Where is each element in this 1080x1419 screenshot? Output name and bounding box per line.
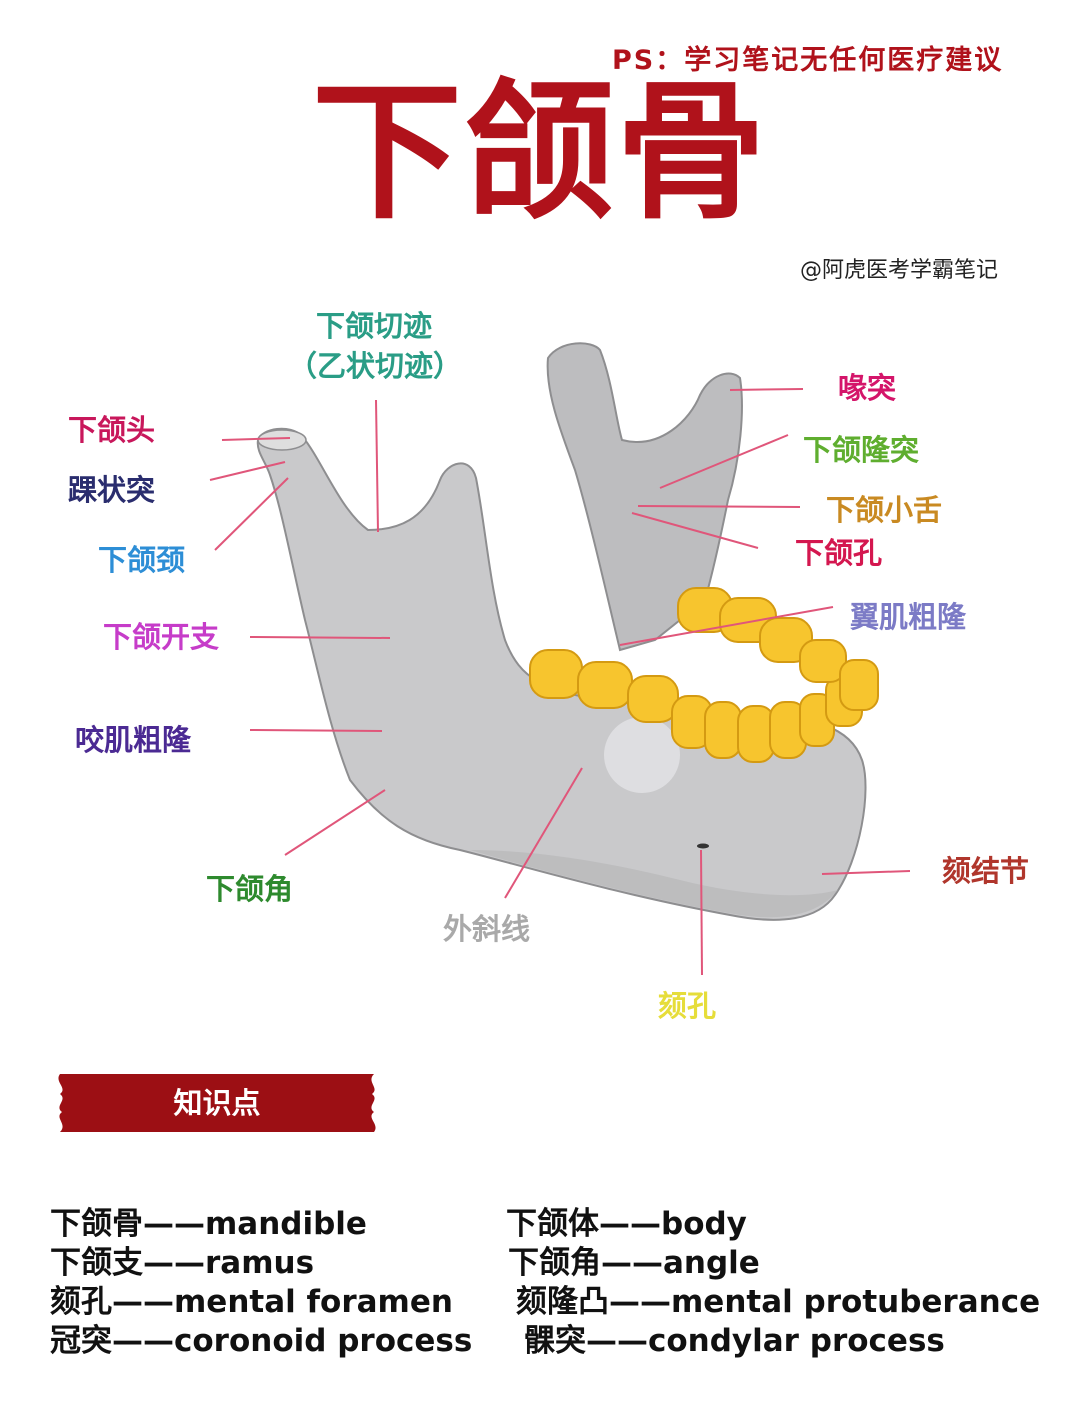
label-coronoid-process: 喙突 (838, 371, 897, 405)
label-masseteric-tuberosity: 咬肌粗隆 (75, 723, 192, 757)
term-item: 颏孔——mental foramen (50, 1284, 453, 1320)
far-ramus (546, 342, 743, 652)
label-mandible-neck: 下颌颈 (98, 543, 186, 577)
tooth (577, 661, 633, 709)
term-item: 冠突——coronoid process (50, 1323, 473, 1359)
author-credit: @阿虎医考学霸笔记 (800, 258, 999, 283)
label-mandibular-foramen: 下颌孔 (795, 536, 883, 570)
tooth (704, 701, 742, 759)
leader-mental-foramen (700, 849, 703, 976)
label-condylar-process: 踝状突 (68, 473, 156, 507)
label-mandible-angle: 下颌角 (206, 872, 294, 906)
tooth (839, 659, 879, 711)
leader-lines (209, 388, 911, 976)
term-item: 下颌角——angle (508, 1245, 760, 1281)
section-banner: 知识点 (50, 1072, 384, 1134)
label-lingula: 下颌小舌 (826, 493, 943, 527)
label-mandibular-notch: 下颌切迹 (316, 309, 433, 343)
term-item: 下颌体——body (506, 1206, 747, 1242)
teeth-row (529, 587, 879, 763)
term-item: 颏隆凸——mental protuberance (516, 1284, 1041, 1320)
leader-oblique (504, 767, 583, 899)
label-sigmoid-notch: （乙状切迹） (288, 349, 463, 383)
tooth (529, 649, 583, 699)
label-ramus: 下颌开支 (103, 620, 220, 654)
leader-lingula (637, 505, 801, 508)
condyle-cap (257, 429, 307, 451)
tooth (799, 639, 847, 683)
mandible-diagram (209, 342, 911, 976)
leader-ramus (249, 636, 391, 639)
mental-foramen-mark (697, 843, 709, 849)
term-item: 下颌骨——mandible (50, 1206, 367, 1242)
label-mandible-head: 下颌头 (68, 413, 156, 447)
disclaimer-note: PS：学习笔记无任何医疗建议 (612, 45, 1004, 76)
leader-pterygoid (619, 606, 834, 646)
label-mental-foramen: 颏孔 (658, 989, 717, 1023)
leader-foramen (631, 512, 759, 549)
label-pterygoid-tuberosity: 翼肌粗隆 (850, 600, 967, 634)
leader-mental-tubercle (821, 870, 911, 875)
leader-notch (375, 399, 379, 533)
leader-coronoid (729, 388, 804, 391)
leader-masseter (249, 729, 383, 732)
page-title: 下颌骨 (311, 66, 768, 240)
mandible-bone (256, 427, 867, 921)
label-mandibular-torus: 下颌隆突 (803, 433, 920, 467)
tooth (737, 705, 775, 763)
leader-head (221, 437, 291, 441)
tooth (627, 675, 679, 723)
term-item: 下颌支——ramus (50, 1245, 315, 1281)
leader-torus (659, 434, 789, 489)
label-oblique-line: 外斜线 (443, 912, 531, 946)
term-item: 髁突——condylar process (524, 1323, 945, 1359)
leader-neck (214, 477, 289, 551)
banner-shape (58, 1074, 376, 1132)
leader-angle (284, 789, 386, 856)
bone-highlight (604, 717, 680, 793)
bone-shadow (470, 850, 838, 918)
leader-condyle (209, 461, 286, 481)
label-mental-tubercle: 颏结节 (942, 854, 1030, 888)
section-title: 知识点 (173, 1086, 261, 1120)
